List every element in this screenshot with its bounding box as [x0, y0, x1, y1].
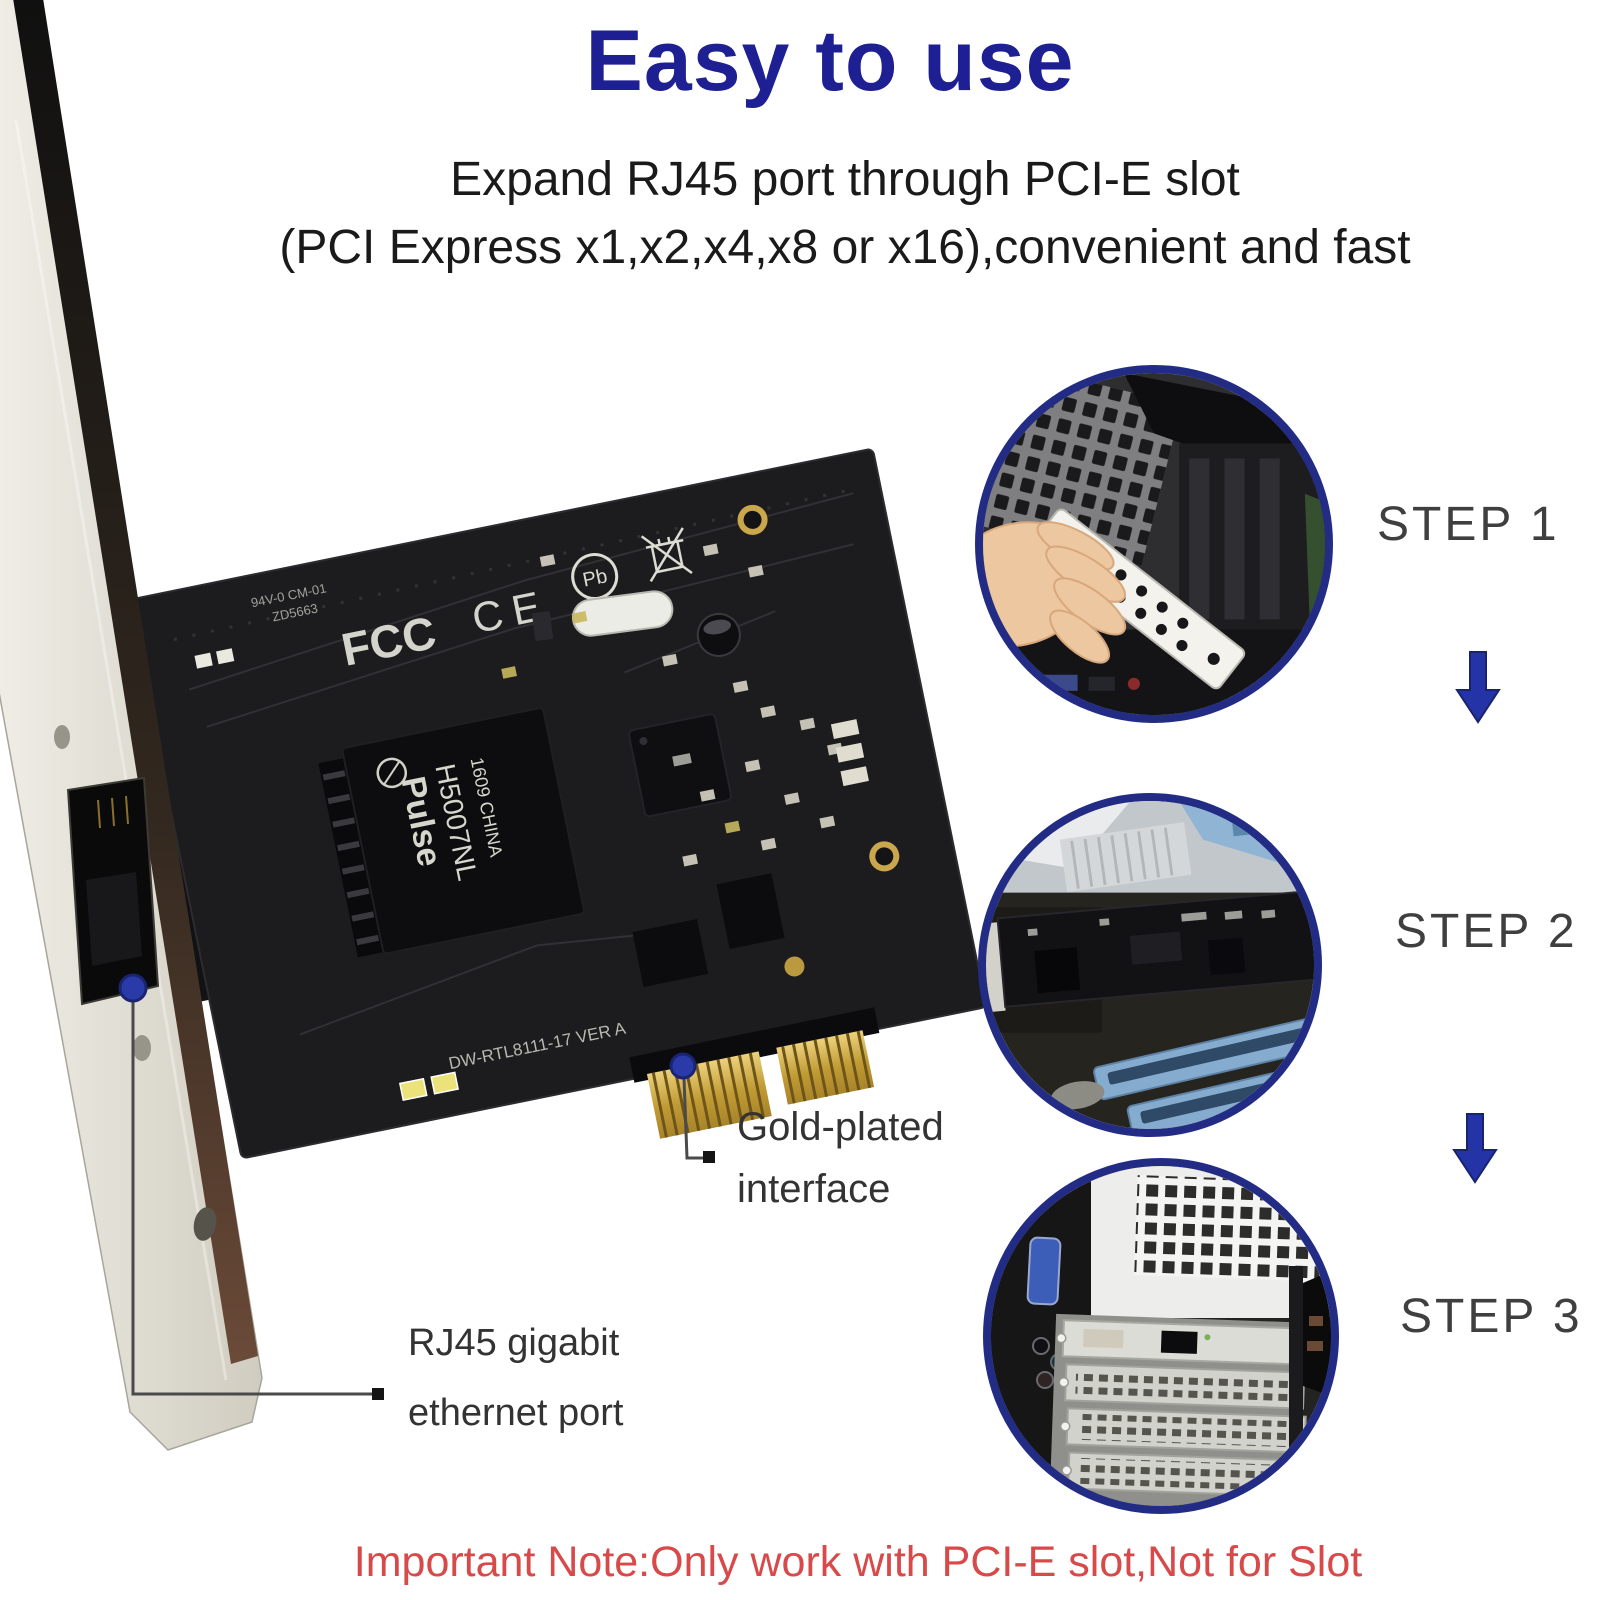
status-led-windows — [194, 648, 235, 669]
gold-callout-line1: Gold-plated — [737, 1105, 944, 1149]
io-panel — [1026, 1236, 1068, 1389]
bracket-hole — [133, 1035, 151, 1061]
rj45-callout: RJ45 gigabit ethernet port — [408, 1308, 623, 1448]
pointer-dot — [118, 973, 148, 1003]
slot-covers — [1049, 1313, 1309, 1506]
choke-components — [632, 873, 785, 987]
step3-photo — [983, 1158, 1339, 1514]
step3-label: STEP 3 — [1400, 1290, 1583, 1343]
rj45-callout-pointer — [118, 973, 384, 1400]
rj45-callout-line1: RJ45 gigabit — [408, 1322, 620, 1364]
bracket-screw-notch — [193, 1207, 217, 1241]
installed-card-bracket — [1061, 1319, 1303, 1366]
via-row — [173, 487, 853, 642]
gold-callout-pointer — [669, 1052, 715, 1163]
smd-components — [501, 543, 869, 867]
page-title: Easy to use — [585, 13, 1075, 109]
ethernet-controller-chip — [628, 713, 733, 818]
subtitle-line1: Expand RJ45 port through PCI-E slot — [450, 153, 1240, 206]
svg-text:Pb: Pb — [581, 565, 609, 591]
step1-photo — [975, 365, 1333, 723]
transformer-chip: Pulse H5007NL 1609 CHINA — [341, 707, 585, 955]
rj45-callout-line2: ethernet port — [408, 1392, 624, 1434]
gold-plated-callout: Gold-plated interface — [737, 1096, 944, 1220]
capacitor — [696, 612, 741, 657]
subtitle-line2: (PCI Express x1,x2,x4,x8 or x16),conveni… — [279, 221, 1411, 274]
metal-bracket — [0, 0, 263, 1451]
down-arrow-icon — [1452, 1113, 1498, 1184]
bracket-edge — [13, 0, 258, 1364]
step-arrows — [1452, 651, 1501, 1184]
rj45-port — [66, 776, 160, 1006]
step2-label: STEP 2 — [1395, 905, 1578, 958]
weee-bin-icon — [640, 527, 693, 583]
pin-header — [318, 758, 384, 958]
hand — [983, 521, 1127, 664]
gold-callout-line2: interface — [737, 1167, 891, 1211]
vga-port — [1026, 1236, 1062, 1306]
pointer-dot — [669, 1052, 697, 1080]
led-pair — [398, 1071, 460, 1102]
rj45-port-rear — [1160, 1330, 1198, 1354]
gold-pad — [784, 956, 805, 977]
pulse-logo-icon — [376, 757, 408, 789]
step1-label: STEP 1 — [1377, 498, 1560, 551]
bracket-hole — [54, 725, 70, 749]
mounting-hole — [737, 504, 900, 872]
step2-photo — [978, 793, 1322, 1137]
important-note: Important Note:Only work with PCI-E slot… — [353, 1538, 1363, 1586]
heatsink — [1059, 822, 1192, 893]
down-arrow-icon — [1455, 651, 1501, 724]
subtitle: Expand RJ45 port through PCI-E slot (PCI… — [45, 146, 1600, 282]
